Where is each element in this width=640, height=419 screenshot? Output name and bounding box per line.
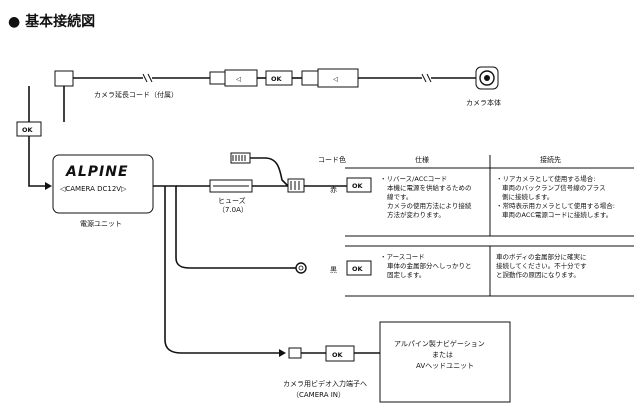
col-dest: 接続先 [540, 155, 561, 164]
svg-text:または: または [432, 351, 453, 359]
camera-extension-cord: ◁ OK ◁ [54, 68, 478, 88]
fuse-rating: （7.0A） [218, 206, 248, 214]
fuse-label: ヒューズ [218, 196, 246, 205]
video-input-label: カメラ用ビデオ入力端子へ [283, 379, 367, 388]
svg-text:・アースコード: ・アースコード [380, 253, 425, 261]
svg-text:車両のACC電源コードに接続します。: 車両のACC電源コードに接続します。 [502, 210, 612, 219]
power-unit-camera-label: ◁CAMERA DC12V▷ [60, 185, 127, 193]
camera-body-icon [475, 66, 499, 90]
svg-text:アルパイン製ナビゲーション: アルパイン製ナビゲーション [394, 339, 485, 348]
row-red-color: 赤 [330, 186, 337, 194]
svg-text:側に接続します。: 側に接続します。 [502, 192, 553, 201]
svg-text:固定します。: 固定します。 [387, 270, 425, 279]
svg-text:方法が変わります。: 方法が変わります。 [387, 210, 445, 219]
spec-table: コード色 仕様 接続先 赤 OK ・リバース/ACCコード 本機に電源を供給する… [304, 155, 634, 297]
ok-badge-black [346, 260, 372, 276]
col-spec: 仕様 [415, 155, 429, 164]
extension-connector-left [54, 70, 74, 87]
svg-text:車のボディの金属部分に確実に: 車のボディの金属部分に確実に [496, 252, 587, 261]
svg-text:接続してください。不十分です: 接続してください。不十分です [496, 261, 587, 270]
power-unit-label: 電源ユニット [80, 219, 122, 228]
row-black-color: 黒 [330, 266, 337, 274]
red-joint-connector [287, 178, 305, 193]
svg-text:OK: OK [352, 265, 364, 273]
alpine-logo: ALPINE [65, 164, 129, 180]
svg-text:OK: OK [332, 351, 344, 359]
camera-plug-body [317, 68, 359, 88]
svg-text:本機に電源を供給するための: 本機に電源を供給するための [387, 183, 472, 192]
svg-text:と誤動作の原因になります。: と誤動作の原因になります。 [496, 270, 580, 279]
svg-text:車両のバックランプ信号線のプラス: 車両のバックランプ信号線のプラス [502, 183, 606, 192]
svg-text:AVヘッドユニット: AVヘッドユニット [416, 362, 474, 370]
nav-head-unit-box: アルパイン製ナビゲーション または AVヘッドユニット [379, 321, 511, 403]
red-lead-connector [230, 152, 251, 164]
svg-text:カメラの使用方法により接続: カメラの使用方法により接続 [387, 201, 472, 210]
power-unit: ALPINE ◁CAMERA DC12V▷ [52, 154, 154, 214]
ok-badge-red [346, 177, 372, 193]
camera-plug-socket [301, 70, 319, 86]
extension-plug-left [209, 71, 226, 85]
svg-text:車体の金属部分へしっかりと: 車体の金属部分へしっかりと [387, 261, 472, 270]
extension-plug-body [224, 69, 258, 87]
svg-text:◁: ◁ [333, 75, 338, 83]
diagram-title: ● 基本接続図 [8, 13, 95, 30]
col-code-color: コード色 [318, 155, 346, 164]
svg-text:OK: OK [271, 75, 283, 83]
svg-text:・リバース/ACCコード: ・リバース/ACCコード [380, 175, 447, 183]
camera-extension-cord-label: カメラ延長コード（付属） [94, 90, 178, 99]
ground-ring-terminal [290, 262, 307, 274]
svg-text:・リアカメラとして使用する場合:: ・リアカメラとして使用する場合: [496, 174, 596, 183]
svg-text:線です。: 線です。 [387, 192, 412, 201]
svg-text:OK: OK [22, 126, 34, 134]
svg-text:・常時表示用カメラとして使用する場合:: ・常時表示用カメラとして使用する場合: [496, 201, 615, 210]
svg-text:OK: OK [352, 182, 364, 190]
video-input-sublabel: （CAMERA IN） [292, 391, 345, 399]
rca-plug [288, 347, 302, 359]
camera-body-label: カメラ本体 [466, 98, 501, 107]
svg-text:◁: ◁ [236, 75, 241, 83]
